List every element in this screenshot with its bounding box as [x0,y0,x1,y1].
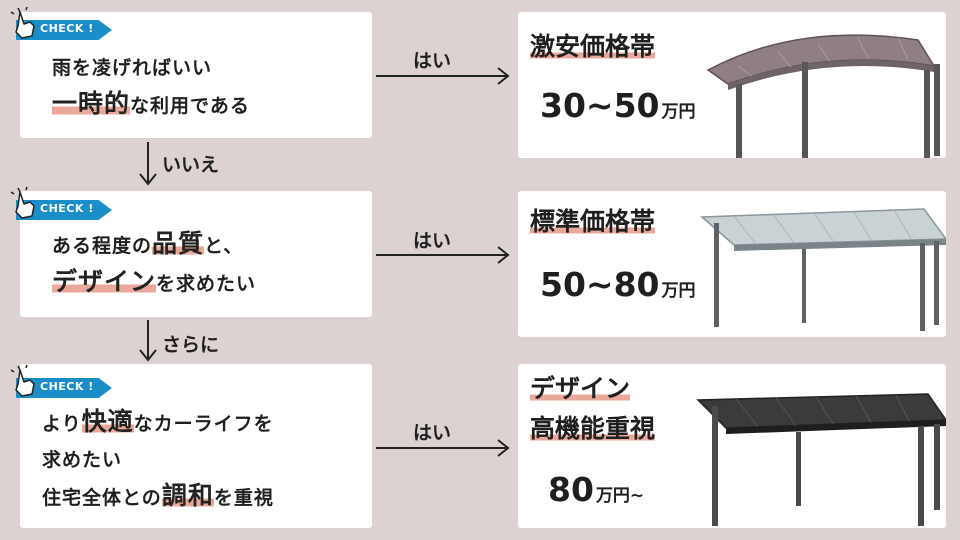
question-2-highlight-2: デザイン [52,267,157,296]
check-badge-2: CHECK ! [8,186,112,220]
result-2-price-value: 50~80 [540,265,660,304]
result-3-title-line-1: デザイン [530,372,631,406]
question-text-3: より快適なカーライフを 求めたい 住宅全体との調和を重視 [42,404,950,516]
question-1-line-1: 雨を凌げればいい [52,57,213,79]
pointing-hand-icon [10,6,35,39]
question-3-line-3: 住宅全体との調和を重視 [42,478,950,516]
result-2-title-text: 標準価格帯 [530,207,656,236]
question-1-highlight: 一時的 [52,89,131,118]
question-2-line-1: ある程度の品質と、 [52,226,950,264]
yes-arrow-1-head [497,67,510,85]
question-3-line-3-text: 住宅全体との [42,487,162,509]
result-1-price-value: 30~50 [540,86,660,125]
check-badge-label: CHECK ! [40,380,94,393]
check-badge-label: CHECK ! [40,22,94,35]
question-2-line-1-text: ある程度の [52,235,153,257]
yes-label-3: はい [413,422,452,444]
question-2-line-2-text: を求めたい [156,273,257,295]
result-1-price-unit: 万円 [661,102,696,122]
result-3-price-value: 80 [548,470,594,509]
flat-carport-illustration [700,208,946,331]
result-2-price-unit: 万円 [661,281,696,301]
question-3-line-1-tail: なカーライフを [133,413,274,435]
question-3-highlight-1: 快適 [81,407,134,436]
question-text-1: 雨を凌げればいい 一時的な利用である [52,50,950,124]
pointing-hand-icon [10,186,35,219]
yes-arrow-3-head [497,439,510,457]
check-badge-3: CHECK ! [8,364,112,398]
no-label: いいえ [162,154,220,176]
question-2-line-2: デザインを求めたい [52,264,950,302]
question-2-line-1-tail: と、 [204,235,244,257]
result-3-title-line-2-text: 高機能重視 [530,414,656,443]
further-label: さらに [162,334,220,356]
yes-label-2: はい [413,230,452,252]
question-3-highlight-2: 調和 [161,481,214,510]
check-badge-1: CHECK ! [8,6,112,40]
result-3-price-unit: 万円~ [595,486,645,506]
question-3-line-1-text: より [42,413,82,435]
curved-carport-illustration [706,34,940,158]
down-arrow-2-head [139,349,157,362]
question-3-line-1: より快適なカーライフを [42,404,950,442]
check-badge-label: CHECK ! [40,202,94,215]
pointing-hand-icon [10,364,35,397]
yes-label-1: はい [413,50,452,72]
result-1-title: 激安価格帯 [530,30,656,64]
question-3-line-2: 求めたい [42,449,123,471]
question-text-2: ある程度の品質と、 デザインを求めたい [52,226,950,302]
result-3-title-line-2: 高機能重視 [530,412,656,446]
result-2-title: 標準価格帯 [530,205,656,239]
design-carport-illustration [696,393,946,526]
question-1-line-2: 一時的な利用である [52,86,950,124]
question-3-line-3-tail: を重視 [213,487,274,509]
result-1-title-text: 激安価格帯 [530,32,656,61]
yes-arrow-2-head [497,246,510,264]
result-3-title-line-1-text: デザイン [530,374,631,403]
down-arrow-1-head [139,173,157,186]
question-2-highlight-1: 品質 [152,229,205,258]
question-1-line-2-text: な利用である [130,95,250,117]
